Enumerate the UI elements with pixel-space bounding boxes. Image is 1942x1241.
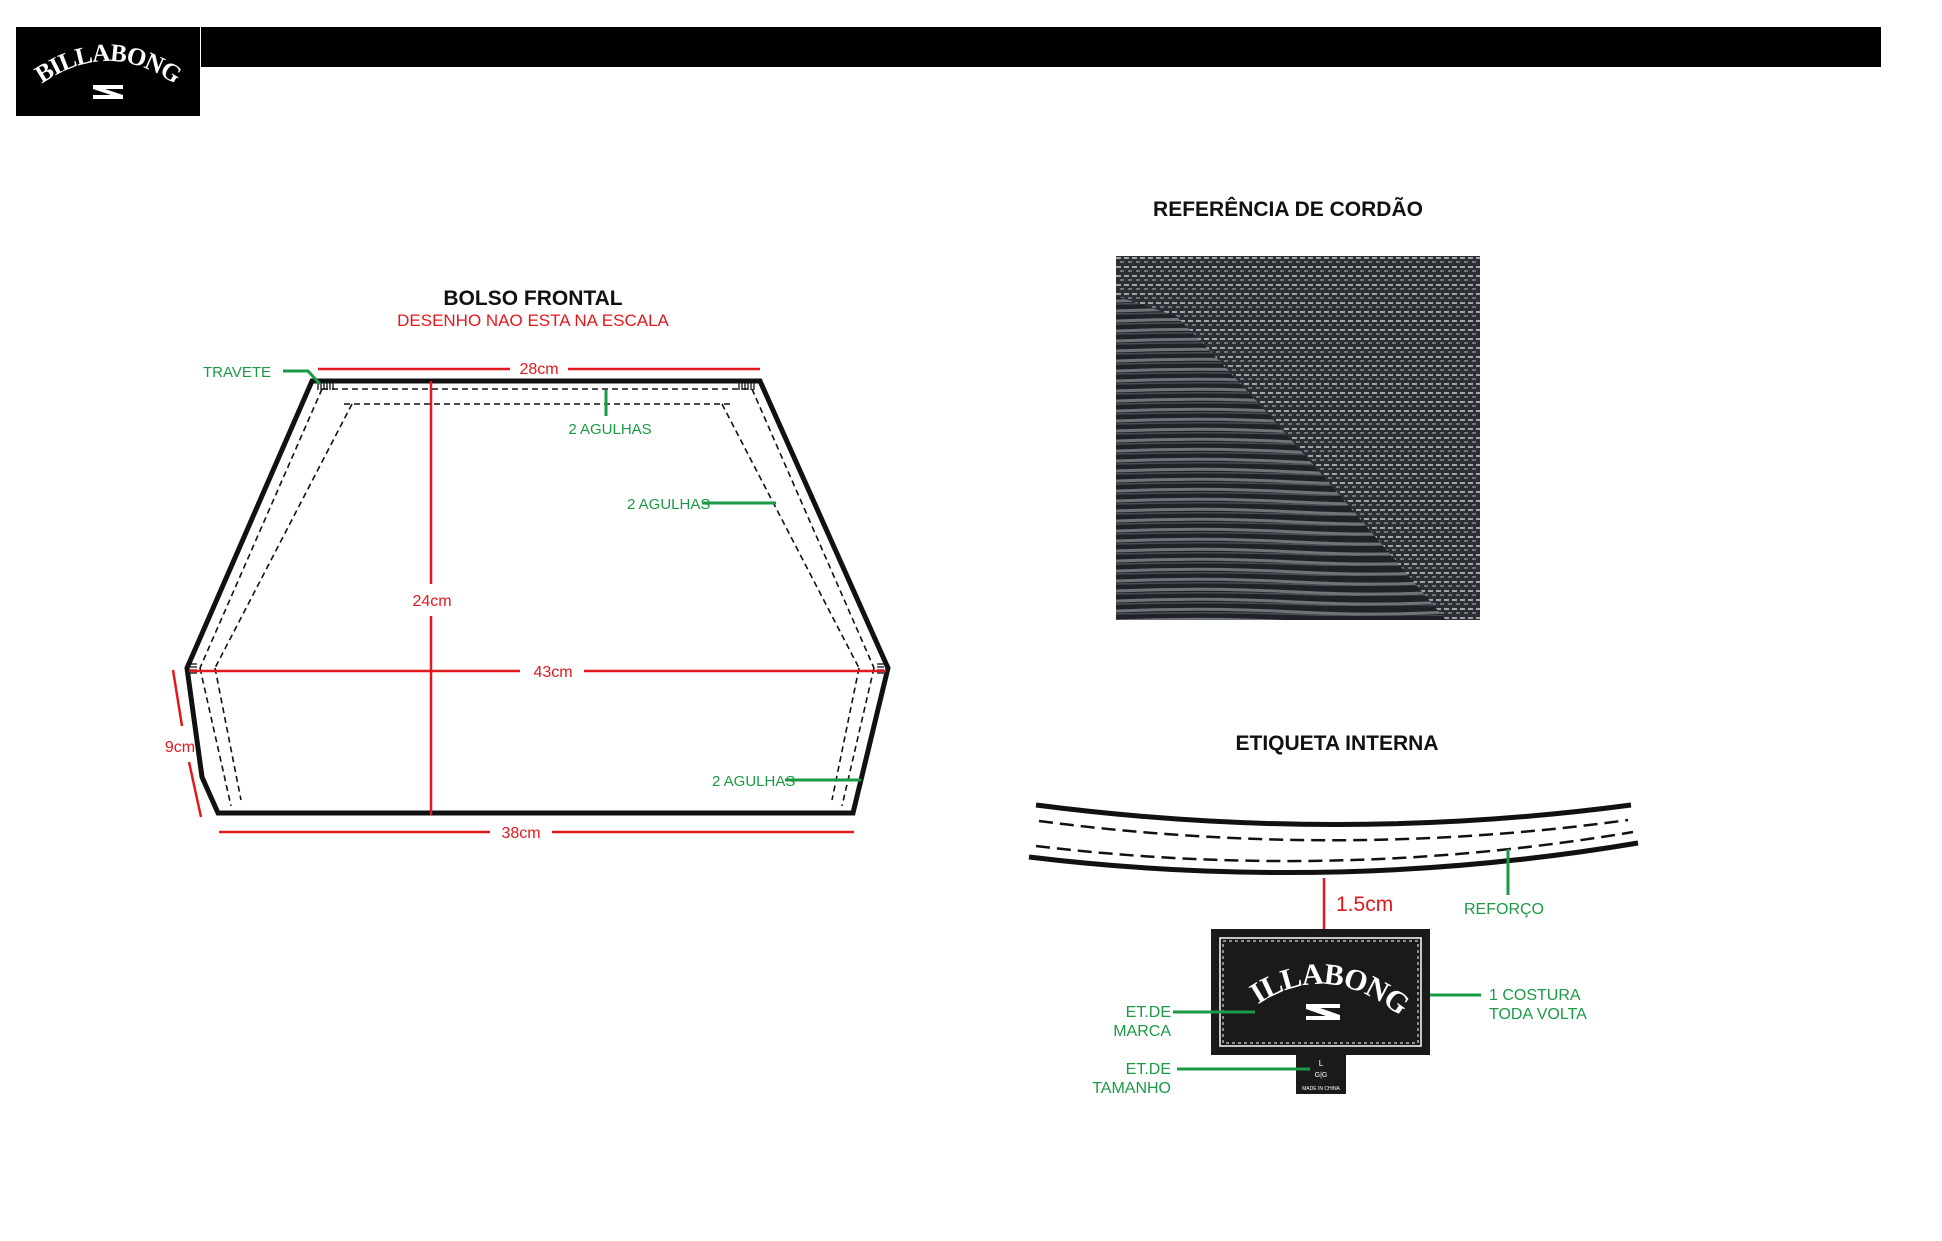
pocket-title: BOLSO FRONTAL (443, 287, 623, 310)
pocket-subtitle: DESENHO NAO ESTA NA ESCALA (397, 311, 669, 330)
dim-label-distance: 1.5cm (1336, 893, 1393, 916)
dim-top: 28cm (519, 361, 558, 378)
note-stitch-line1: 1 COSTURA (1489, 987, 1581, 1004)
note-brand-label-line1: ET.DE (1126, 1004, 1171, 1021)
dim-side: 9cm (165, 739, 195, 756)
bartack-marks (190, 383, 884, 674)
size-tag-origin: MADE IN CHINA (1302, 1086, 1340, 1092)
note-needles-bottom: 2 AGULHAS (712, 773, 795, 790)
note-stitch-line2: TODA VOLTA (1489, 1006, 1587, 1023)
pocket-stitching (199, 388, 875, 807)
pocket-outline (184, 378, 891, 816)
pocket-dimension-lines (171, 367, 886, 834)
brand-label: BILLABONG (1211, 929, 1430, 1055)
note-travete: TRAVETE (203, 364, 271, 381)
note-reinforcement: REFORÇO (1464, 901, 1544, 918)
dim-height: 24cm (412, 593, 451, 610)
cord-reference-image (1116, 256, 1480, 620)
pocket-annotation-leaders (283, 369, 861, 782)
dim-width: 43cm (533, 664, 572, 681)
billabong-logo-icon: BILLABONG (33, 39, 183, 99)
label-title: ETIQUETA INTERNA (1235, 732, 1439, 755)
note-brand-label-line2: MARCA (1113, 1023, 1171, 1040)
note-needles-top: 2 AGULHAS (568, 421, 651, 438)
note-size-label-line2: TAMANHO (1092, 1080, 1171, 1097)
dim-bottom: 38cm (501, 825, 540, 842)
label-annotation-leaders (1173, 849, 1510, 1071)
header-bar (201, 27, 1881, 67)
waistband-seam (1028, 802, 1639, 876)
label-logo-icon (1306, 1004, 1340, 1020)
cord-title: REFERÊNCIA DE CORDÃO (1153, 198, 1423, 221)
brand-logo: BILLABONG (16, 27, 200, 116)
note-needles-side: 2 AGULHAS (627, 496, 710, 513)
note-size-label-line1: ET.DE (1126, 1061, 1171, 1078)
size-tag-size-alt: G|G (1315, 1072, 1328, 1079)
size-tag-size: L (1319, 1059, 1324, 1068)
size-tag: L G|G MADE IN CHINA (1296, 1055, 1346, 1094)
